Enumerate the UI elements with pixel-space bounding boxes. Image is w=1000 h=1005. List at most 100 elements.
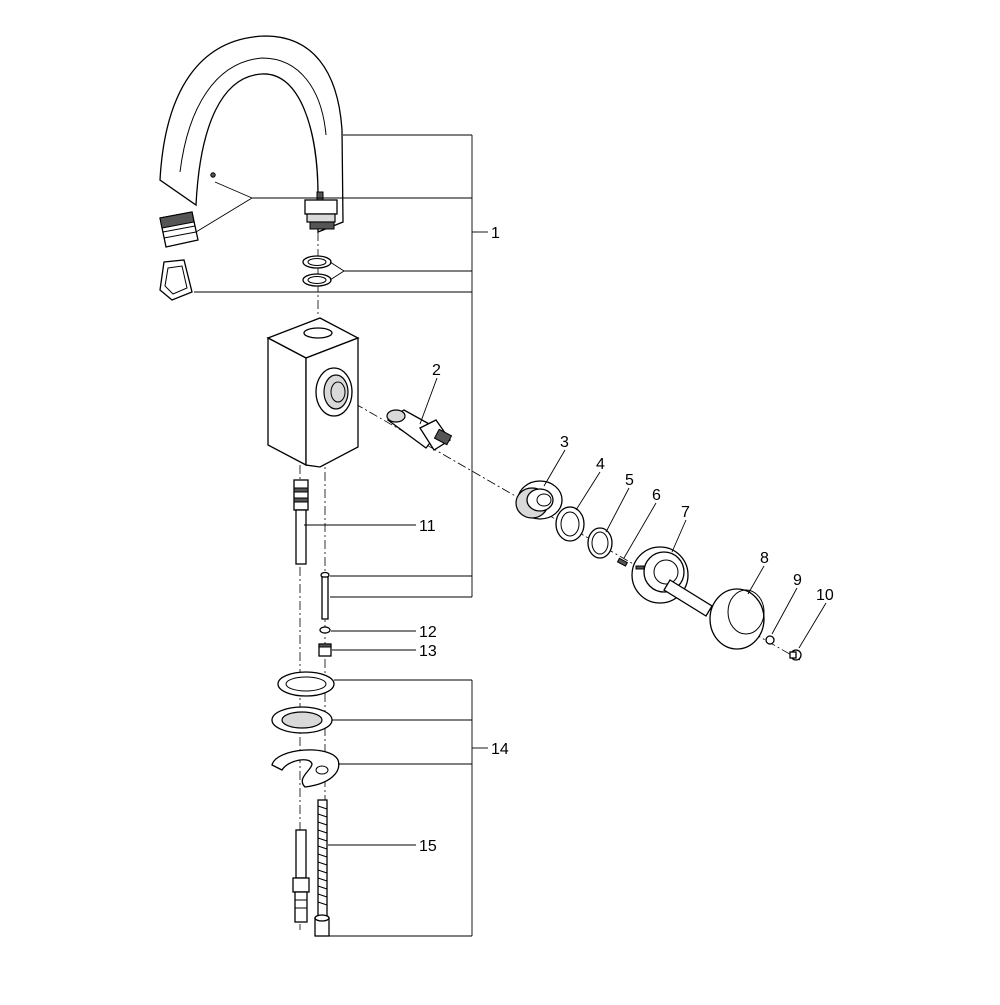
spout-outlet-end [304,199,338,215]
cartridge-stem [433,428,453,446]
ring-5-inner [591,531,609,555]
washer-12 [319,626,331,634]
threaded-rod-threads [317,805,328,906]
spout [159,35,344,233]
spout-o-rings [302,255,332,287]
bonnet-bore [536,493,552,507]
threaded-rod [314,799,330,937]
leader-6 [623,502,657,559]
body-side-bore-inner [330,381,346,403]
lower-hose-fitting [294,891,308,923]
hose-fitting [293,479,309,511]
leader-2 [419,377,438,425]
aerator-line-1 [162,225,196,233]
cartridge [386,409,453,451]
leader-10 [798,602,827,649]
screw-10-shank [789,651,797,659]
label-4: 4 [596,456,605,473]
hose-tube [295,509,307,565]
rod-nut-top [314,914,330,922]
hose-fitting-band-2 [293,497,309,503]
lower-hose-tube [295,829,307,879]
body-top-outlet [303,327,333,339]
spout-outlet-seal [309,221,335,230]
faucet-body-block [266,317,360,468]
hose-fitting-band-1 [293,487,309,493]
aerator [159,211,199,248]
pin-6 [616,557,629,567]
part-labels: 1 2 3 4 5 6 7 8 9 10 11 12 13 14 15 [419,225,834,855]
label-7: 7 [681,504,690,521]
aerator-key-plate [159,259,193,301]
horseshoe-hole [315,765,329,775]
label-3: 3 [560,434,569,451]
washer-9 [765,635,775,645]
leader-1-ring-a [329,261,345,272]
spout-set-screw [210,172,216,178]
aerator-top-band [159,211,195,229]
leader-8 [747,565,765,595]
handle-knob-face [727,589,765,635]
fixing-screw [320,571,330,620]
aerator-key [159,259,193,301]
leader-1-aerator [195,197,253,233]
ring-4-inner [560,511,580,537]
spout-outlet-pin [316,191,324,201]
mounting-ring-upper-inner [285,676,327,692]
bonnet [515,480,563,520]
label-5: 5 [625,472,634,489]
leader-1-ring-b [329,270,345,281]
handle-arm [663,579,713,617]
label-1: 1 [491,225,500,242]
horseshoe-plate [271,749,340,788]
sleeve-bore [653,559,679,585]
leader-9 [771,587,798,635]
spout-o-ring-upper [302,255,332,269]
assembly-axes [299,215,801,930]
label-15: 15 [419,838,437,855]
cartridge-base [386,409,406,423]
screw-10 [789,649,802,661]
supply-hose-upper [293,479,309,565]
spout-contour-line [179,57,327,173]
label-6: 6 [652,487,661,504]
aerator-line-2 [163,231,197,239]
supply-hose-lower [292,829,310,923]
nut-13 [318,643,332,657]
leader-5 [605,487,630,533]
aerator-key-cutout [164,265,188,295]
spout-outlet-ring [306,213,336,223]
label-8: 8 [760,550,769,567]
leader-3 [543,449,566,487]
fixing-screw-shank [321,576,329,620]
body-side-bore-thread [323,374,349,410]
leader-7 [671,519,687,553]
lever-handle [663,579,765,650]
spout-o-ring-lower-inner [307,276,327,284]
lower-hose-nut [292,877,310,893]
label-2: 2 [432,362,441,379]
handle-knob [709,588,765,650]
label-9: 9 [793,572,802,589]
label-12: 12 [419,624,437,641]
label-14: 14 [491,741,509,758]
spout-o-ring-lower [302,273,332,287]
threaded-rod-shaft [317,799,328,919]
leader-1-screw-a [214,181,253,199]
ring-4 [555,506,585,542]
nut-13-top [318,643,332,648]
sleeve-notch [635,565,645,570]
label-10: 10 [816,587,834,604]
label-13: 13 [419,643,437,660]
mounting-set [271,671,340,788]
mounting-ring-upper [277,671,335,697]
spout-o-ring-upper-inner [307,258,327,266]
leader-lines [194,134,827,937]
body-left-face [267,336,307,467]
bonnet-inner [526,488,554,512]
mounting-ring-lower-inner [281,711,323,729]
label-11: 11 [419,518,436,535]
leader-4 [575,471,601,511]
